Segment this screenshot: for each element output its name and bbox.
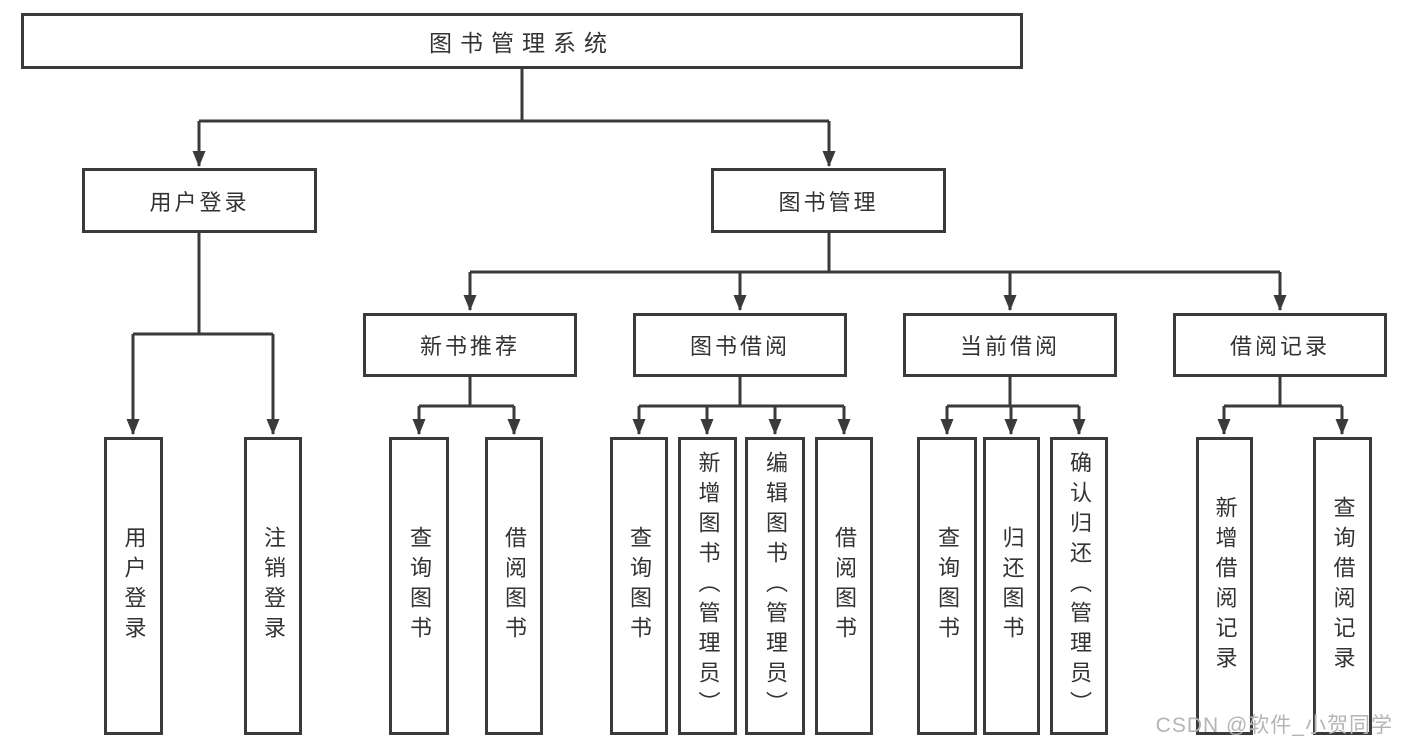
leaf-label: 查询图书 — [407, 526, 432, 646]
node-current-borrowing: 当前借阅 — [903, 313, 1117, 377]
leaf-label: 查询图书 — [935, 526, 960, 646]
node-new-book-recommendation: 新书推荐 — [363, 313, 577, 377]
node-label: 图书借阅 — [689, 334, 790, 359]
leaf-confirm-return-admin: 确认归还（管理员） — [1050, 437, 1108, 735]
node-label: 图书管理 — [778, 189, 879, 215]
leaf-borrow-books-recommend: 借阅图书 — [485, 437, 543, 735]
leaf-return-books: 归还图书 — [983, 437, 1040, 735]
node-label: 借阅记录 — [1229, 334, 1330, 359]
leaf-label: 新增图书（管理员） — [695, 451, 721, 721]
node-label: 图书管理系统 — [429, 30, 615, 56]
leaf-label: 新增借阅记录 — [1212, 496, 1238, 676]
leaf-label: 借阅图书 — [832, 526, 857, 646]
leaf-user-login: 用户登录 — [104, 437, 163, 735]
leaf-borrow-books: 借阅图书 — [815, 437, 873, 735]
node-book-management: 图书管理 — [711, 168, 946, 233]
leaf-label: 查询图书 — [627, 526, 652, 646]
leaf-label: 注销登录 — [261, 526, 286, 646]
node-label: 新书推荐 — [419, 334, 520, 359]
leaf-query-books-recommend: 查询图书 — [389, 437, 449, 735]
leaf-add-book-admin: 新增图书（管理员） — [678, 437, 737, 735]
leaf-query-books-current: 查询图书 — [917, 437, 977, 735]
leaf-logout: 注销登录 — [244, 437, 302, 735]
node-library-management-system: 图书管理系统 — [21, 13, 1023, 69]
node-label: 当前借阅 — [959, 334, 1060, 359]
node-borrowing-records: 借阅记录 — [1173, 313, 1387, 377]
leaf-edit-book-admin: 编辑图书（管理员） — [745, 437, 805, 735]
leaf-label: 借阅图书 — [502, 526, 527, 646]
leaf-label: 确认归还（管理员） — [1067, 451, 1092, 721]
node-label: 用户登录 — [149, 189, 250, 215]
leaf-label: 查询借阅记录 — [1330, 496, 1356, 676]
csdn-watermark: CSDN @软件_小贺同学 — [1155, 714, 1393, 737]
leaf-label: 用户登录 — [121, 526, 147, 646]
leaf-label: 编辑图书（管理员） — [763, 451, 788, 721]
node-user-login: 用户登录 — [82, 168, 317, 233]
leaf-query-borrow-record: 查询借阅记录 — [1313, 437, 1372, 735]
node-book-borrowing: 图书借阅 — [633, 313, 847, 377]
leaf-label: 归还图书 — [999, 526, 1025, 646]
leaf-add-borrow-record: 新增借阅记录 — [1196, 437, 1253, 735]
leaf-query-books-borrow: 查询图书 — [610, 437, 668, 735]
